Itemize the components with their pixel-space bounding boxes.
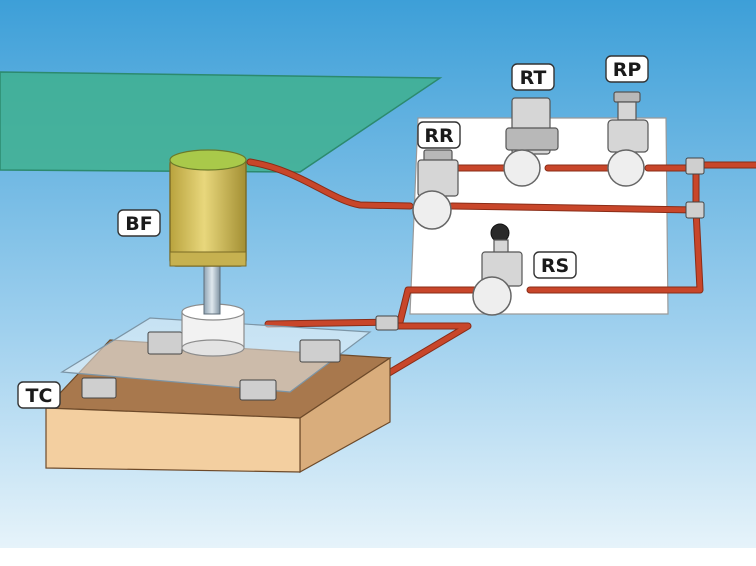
rs-hose [265, 287, 481, 327]
glass-panel [0, 71, 443, 173]
svg-text:TC: TC [26, 385, 53, 407]
label-bf: BF [117, 209, 161, 237]
rr-regulator [412, 149, 459, 230]
motor-hose [247, 159, 413, 209]
middle-hose [449, 203, 699, 213]
rp-regulator [607, 91, 649, 187]
bottom-white-strip [0, 548, 756, 566]
tee-fitting-top-right [685, 157, 705, 175]
label-rt: RT [511, 63, 555, 91]
svg-text:RT: RT [520, 67, 547, 89]
svg-text:BF: BF [125, 213, 152, 235]
svg-text:RP: RP [613, 59, 642, 81]
tc-clamp-back [299, 339, 341, 363]
tc-clamp-left [81, 377, 117, 399]
label-rp: RP [605, 55, 649, 83]
rs-regulator [472, 223, 523, 316]
bf-motor [169, 149, 247, 267]
tee-fitting-table [375, 315, 399, 331]
label-rr: RR [417, 121, 461, 149]
tee-fitting-mid-right [685, 201, 705, 219]
svg-text:RS: RS [541, 255, 569, 277]
label-tc: TC [17, 381, 61, 409]
label-rs: RS [533, 251, 577, 279]
tc-clamp-front-left [147, 331, 183, 355]
rt-regulator [503, 97, 559, 187]
svg-text:RR: RR [424, 125, 454, 147]
right-loop-hose [527, 165, 703, 293]
tc-clamp-right [239, 379, 277, 401]
spindle-shaft [203, 265, 221, 315]
